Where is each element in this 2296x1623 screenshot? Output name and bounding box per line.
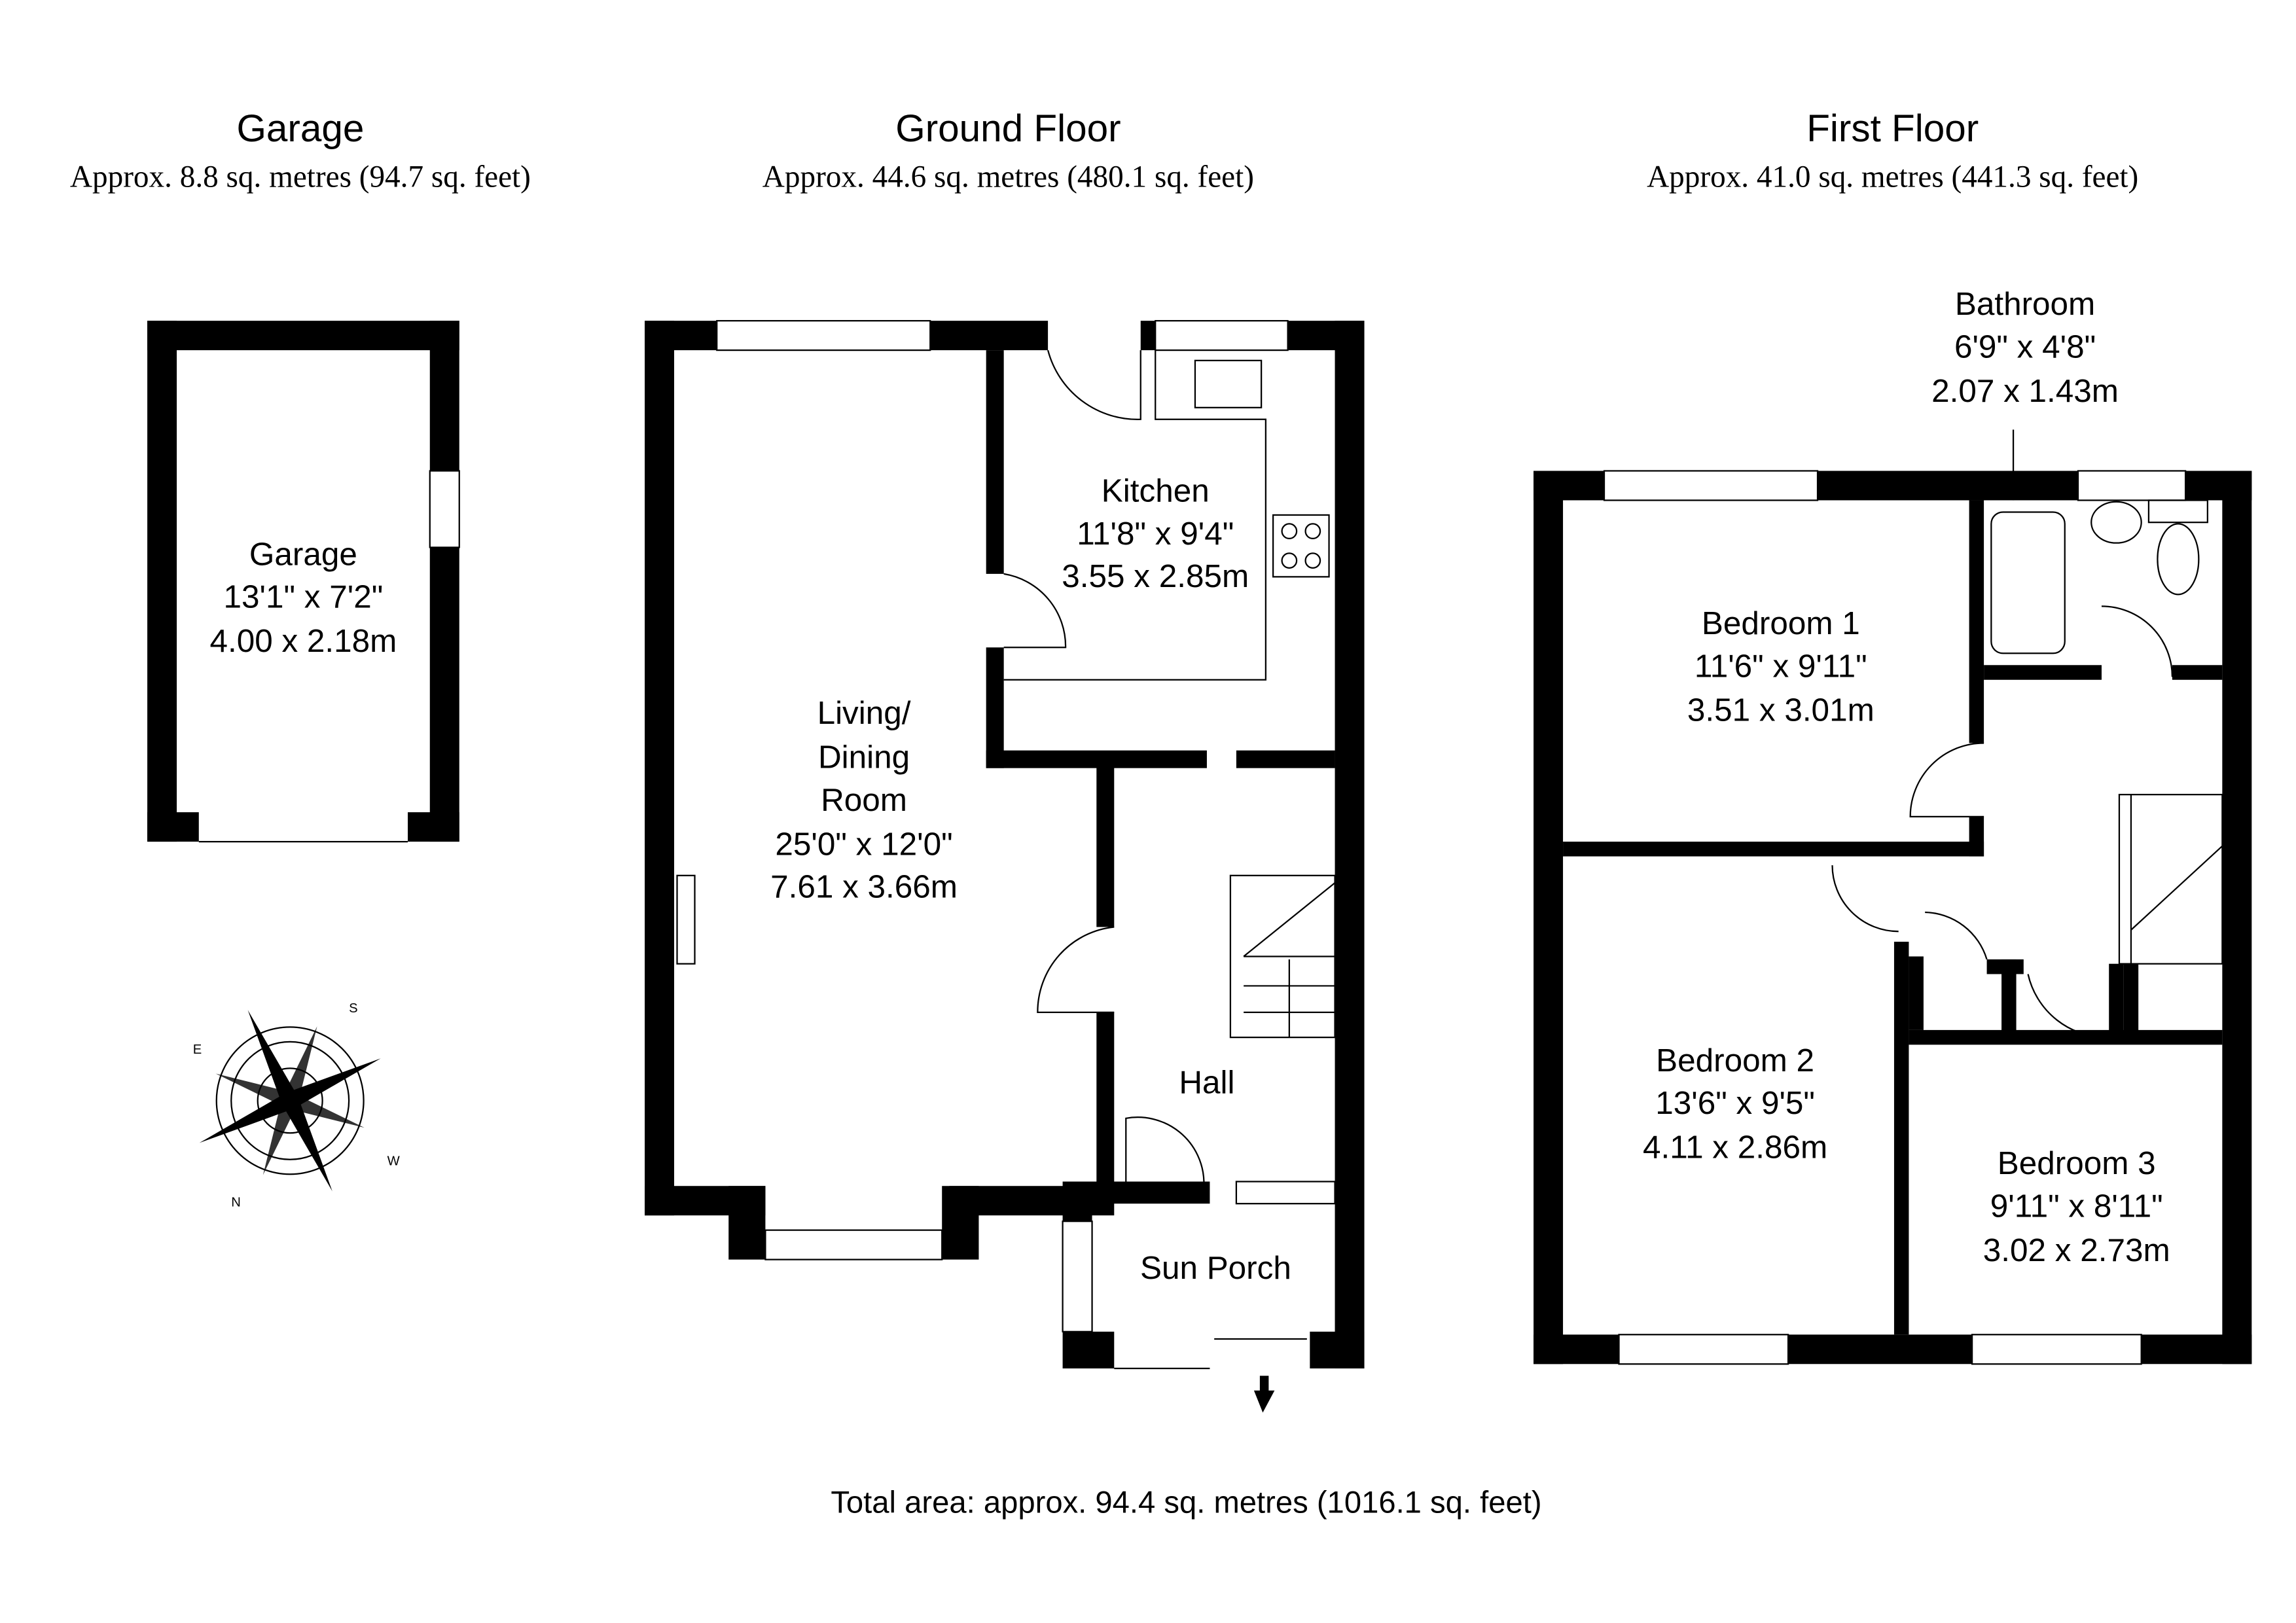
bedroom3-metric: 3.02 x 2.73m bbox=[1983, 1232, 2170, 1268]
compass-n: N bbox=[231, 1196, 241, 1210]
bedroom3-imperial: 9'11" x 8'11" bbox=[1990, 1188, 2163, 1224]
bathroom-imperial: 6'9" x 4'8" bbox=[1954, 329, 2096, 365]
living-room-imperial: 25'0" x 12'0" bbox=[775, 826, 952, 862]
total-area: Total area: approx. 94.4 sq. metres (101… bbox=[831, 1485, 1541, 1520]
garage-plan: Garage 13'1" x 7'2" 4.00 x 2.18m bbox=[147, 321, 460, 843]
living-room-name-1: Living/ bbox=[817, 695, 911, 731]
bedroom2-imperial: 13'6" x 9'5" bbox=[1655, 1085, 1815, 1121]
first-floor-plan: Bathroom 6'9" x 4'8" 2.07 x 1.43m Bedroo… bbox=[1534, 286, 2252, 1365]
compass-e: E bbox=[193, 1043, 202, 1057]
kitchen-imperial: 11'8" x 9'4" bbox=[1077, 516, 1234, 552]
living-room-name-2: Dining bbox=[818, 740, 910, 776]
bedroom1-metric: 3.51 x 3.01m bbox=[1687, 692, 1874, 728]
compass-w: W bbox=[387, 1154, 401, 1169]
living-room-name-3: Room bbox=[821, 782, 907, 818]
garage-plan-title: Garage bbox=[236, 107, 364, 150]
ground-floor-plan: Living/ Dining Room 25'0" x 12'0" 7.61 x… bbox=[645, 320, 1365, 1413]
bedroom2-metric: 4.11 x 2.86m bbox=[1643, 1130, 1827, 1166]
first-floor-area: Approx. 41.0 sq. metres (441.3 sq. feet) bbox=[1647, 160, 2138, 194]
ground-floor-title: Ground Floor bbox=[895, 107, 1121, 150]
bedroom1-imperial: 11'6" x 9'11" bbox=[1695, 648, 1867, 684]
ground-floor-area: Approx. 44.6 sq. metres (480.1 sq. feet) bbox=[762, 160, 1254, 194]
bedroom3-name: Bedroom 3 bbox=[1998, 1145, 2156, 1181]
first-floor-title: First Floor bbox=[1806, 107, 1979, 150]
garage-room-imperial: 13'1" x 7'2" bbox=[224, 579, 384, 615]
sun-porch-name: Sun Porch bbox=[1140, 1250, 1291, 1286]
bedroom1-name: Bedroom 1 bbox=[1702, 605, 1860, 641]
bedroom2-name: Bedroom 2 bbox=[1656, 1043, 1814, 1079]
living-room-metric: 7.61 x 3.66m bbox=[770, 869, 958, 905]
garage-room-name: Garage bbox=[249, 536, 357, 572]
bathroom-metric: 2.07 x 1.43m bbox=[1931, 373, 2119, 409]
bathroom-name: Bathroom bbox=[1955, 286, 2095, 322]
compass-s: S bbox=[349, 1001, 358, 1016]
compass-rose-icon: S W N E bbox=[193, 1001, 401, 1210]
kitchen-metric: 3.55 x 2.85m bbox=[1062, 558, 1249, 594]
garage-room-metric: 4.00 x 2.18m bbox=[209, 623, 397, 659]
garage-plan-area: Approx. 8.8 sq. metres (94.7 sq. feet) bbox=[70, 160, 531, 194]
entrance-arrow-icon bbox=[1253, 1376, 1275, 1413]
hall-name: Hall bbox=[1179, 1065, 1234, 1101]
kitchen-name: Kitchen bbox=[1102, 473, 1210, 509]
